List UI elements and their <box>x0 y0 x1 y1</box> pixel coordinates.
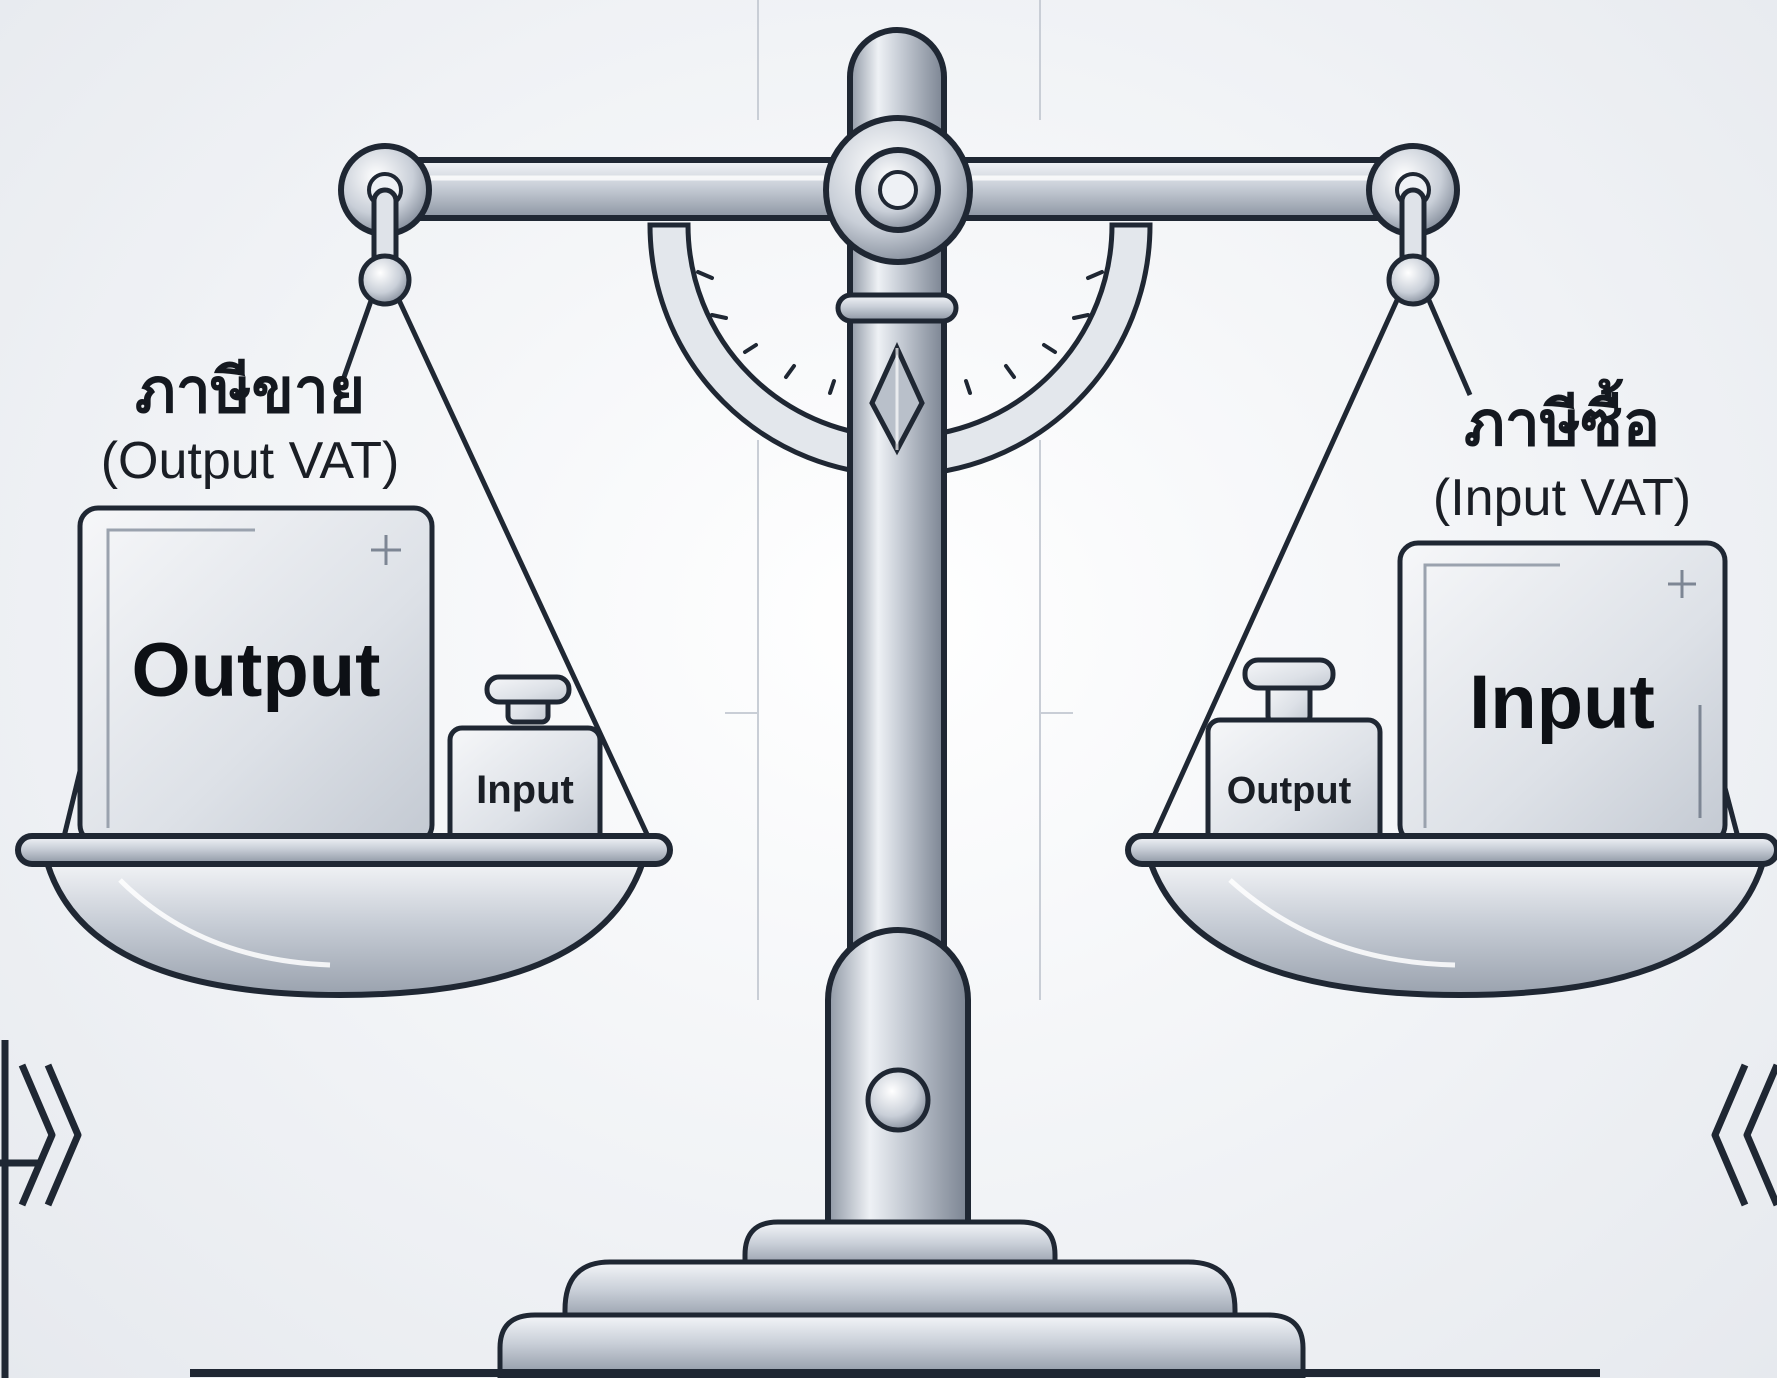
right-pan-label: ภาษีซื้อ (Input VAT) <box>1433 378 1691 527</box>
left-big-block-label: Output <box>131 628 380 713</box>
left-pan-label: ภาษีขาย (Output VAT) <box>101 354 400 490</box>
balance-indicator-arc <box>647 222 1153 478</box>
left-small-weight-label: Input <box>476 768 574 812</box>
left-english-label: (Output VAT) <box>101 432 400 490</box>
right-small-weight: Output <box>1205 657 1383 849</box>
right-thai-label: ภาษีซื้อ <box>1464 378 1660 460</box>
background-guide-lines <box>725 0 1073 1000</box>
double-chevron-right-icon <box>0 1040 82 1378</box>
left-beam-joint-icon <box>338 143 432 307</box>
left-big-block: Output <box>77 505 435 846</box>
right-small-weight-label: Output <box>1227 770 1352 812</box>
right-english-label: (Input VAT) <box>1433 469 1691 527</box>
balance-pointer <box>869 341 925 456</box>
right-big-block-label: Input <box>1469 660 1655 745</box>
left-pan: Output Input <box>15 505 673 999</box>
right-big-block: Input <box>1397 540 1728 846</box>
double-chevron-left-icon <box>1711 1063 1777 1207</box>
right-beam-joint-icon <box>1366 143 1460 307</box>
right-pan: Input Output <box>1125 540 1777 999</box>
scale-base <box>190 927 1600 1378</box>
beam-pivot-icon <box>823 115 973 265</box>
left-thai-label: ภาษีขาย <box>135 354 365 427</box>
left-small-weight: Input <box>447 674 603 849</box>
